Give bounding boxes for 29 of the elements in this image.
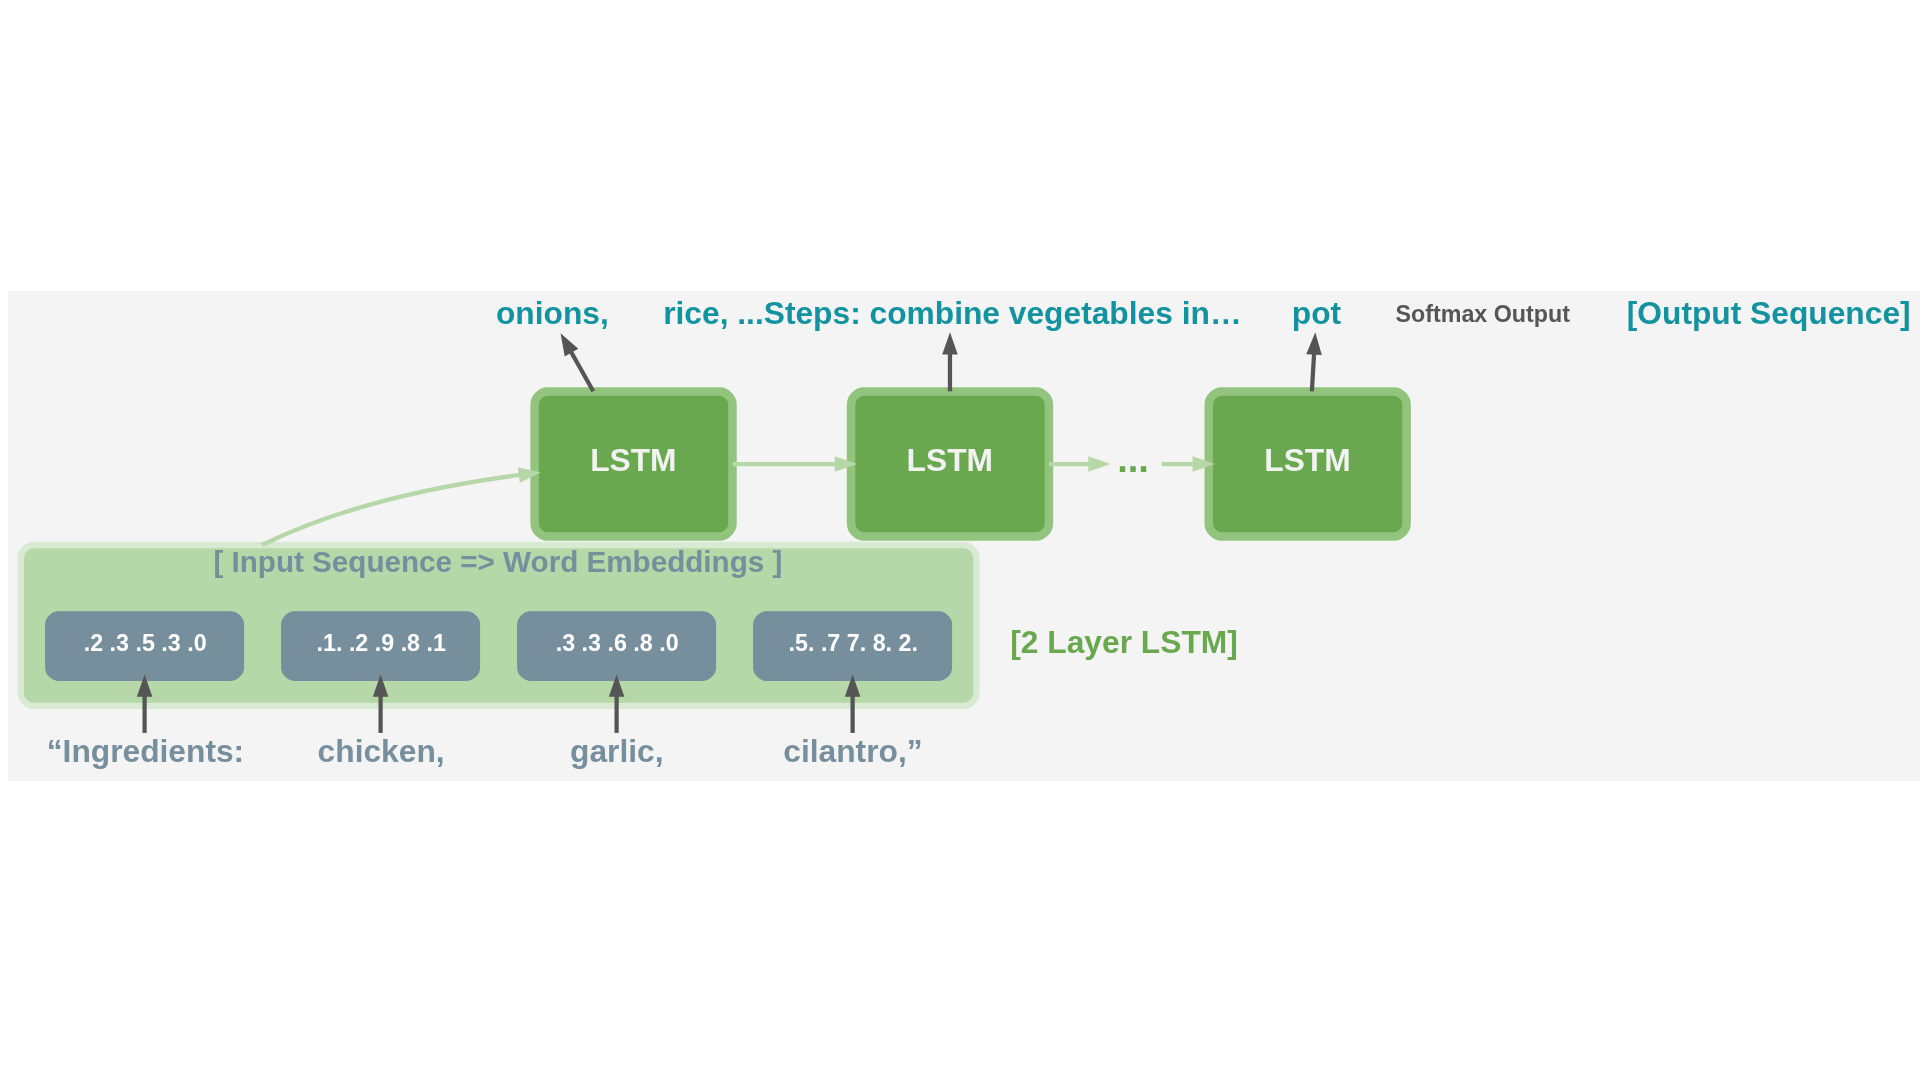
node-box: .2 .3 .5 .3 .0	[45, 611, 245, 681]
node-text: chicken,	[317, 732, 445, 769]
node-box: LSTM	[1204, 387, 1411, 541]
arrow	[1306, 332, 1322, 392]
node-box: .1. .2 .9 .8 .1	[281, 611, 481, 681]
arrow	[560, 333, 596, 393]
arrow	[732, 456, 858, 472]
node-text: cilantro,”	[783, 732, 923, 769]
node-text: garlic,	[570, 732, 664, 769]
node-text: onions,	[495, 294, 609, 331]
arrow	[942, 332, 958, 392]
node-text: rice, ...Steps: combine vegetables in…	[663, 294, 1242, 331]
arrow	[844, 674, 861, 733]
arrow	[1049, 456, 1111, 472]
node-text: “Ingredients:	[46, 732, 245, 769]
node-box: .5. .7 7. 8. 2.	[753, 611, 953, 681]
arrow	[372, 674, 389, 733]
arrow	[608, 674, 625, 733]
node-text: pot	[1291, 294, 1342, 331]
label: [2 Layer LSTM]	[1010, 623, 1238, 660]
arrow	[136, 674, 153, 733]
label: Softmax Output	[1395, 300, 1571, 327]
node-box: LSTM	[846, 387, 1054, 541]
node-text: ...	[1117, 438, 1149, 481]
node-box: .3 .3 .6 .8 .0	[517, 611, 717, 681]
arrow	[1161, 456, 1215, 472]
node-box: LSTM	[530, 387, 737, 541]
arrow	[261, 467, 541, 547]
label: [Output Sequence]	[1626, 294, 1911, 331]
